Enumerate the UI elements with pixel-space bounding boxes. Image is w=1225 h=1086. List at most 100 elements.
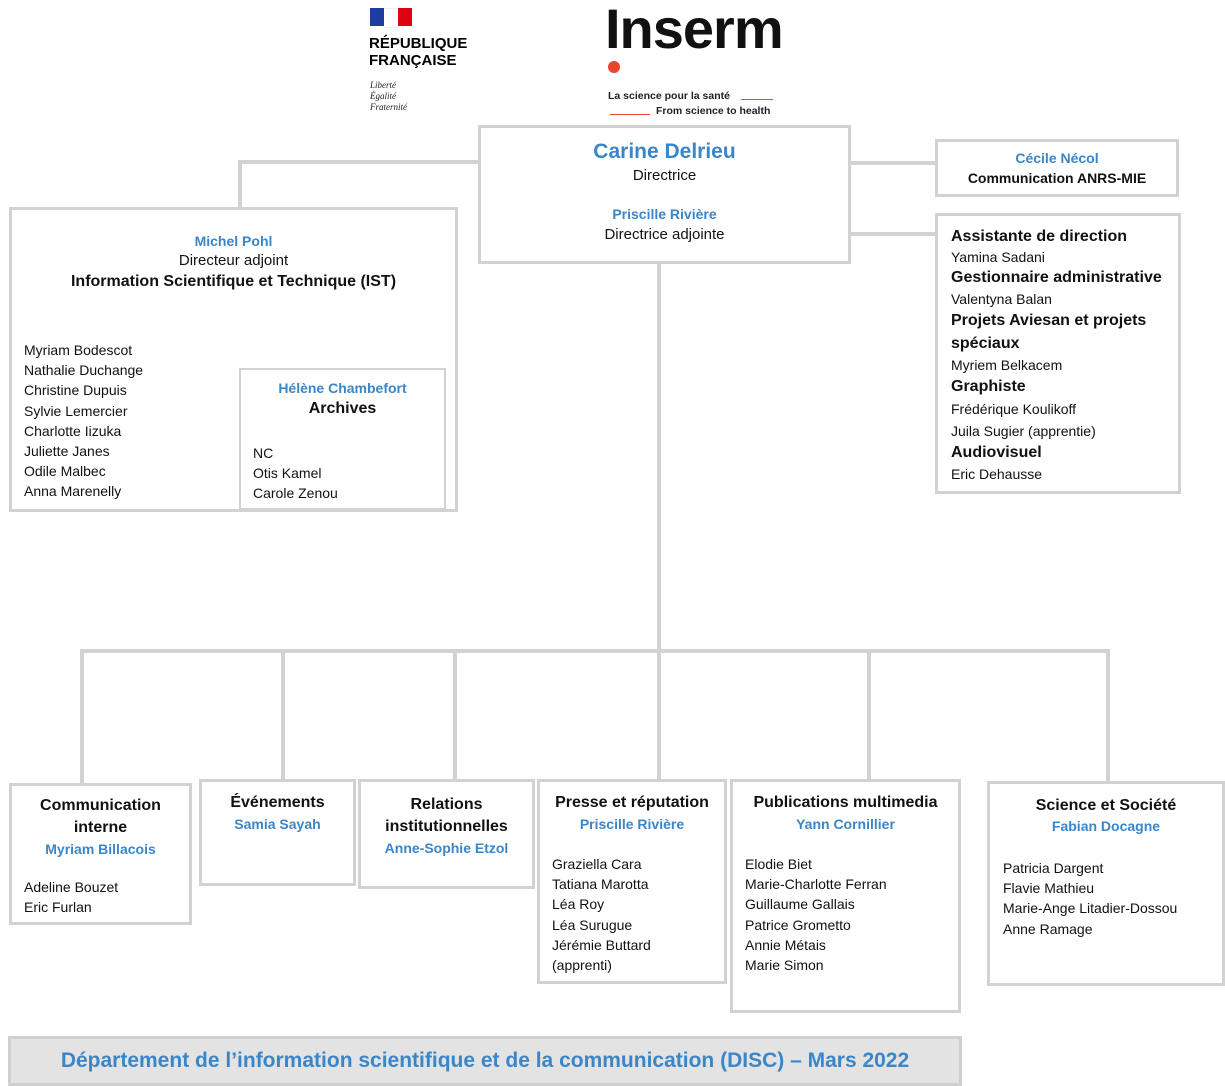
dept-member-list: Graziella Cara Tatiana Marotta Léa Roy L…	[552, 854, 651, 975]
list-item: Charlotte Iizuka	[24, 422, 122, 439]
connector-line	[1106, 649, 1110, 785]
dept-head-name: Priscille Rivière	[579, 816, 685, 832]
tagline-en: From science to health	[656, 105, 771, 117]
dept-member-list: Elodie Biet Marie-Charlotte Ferran Guill…	[745, 854, 887, 975]
ist-member-list: Myriam Bodescot Nathalie Duchange Christ…	[24, 340, 143, 502]
ist-box: Michel Pohl Directeur adjoint Informatio…	[9, 207, 458, 512]
list-item: Adeline Bouzet	[24, 879, 119, 895]
list-item: Elodie Biet	[745, 856, 812, 872]
list-item: Guillaume Gallais	[745, 896, 855, 913]
list-item: Flavie Mathieu	[1003, 880, 1095, 897]
list-item: Anna Marenelly	[24, 483, 122, 500]
tagline-fr: La science pour la santé	[608, 90, 730, 102]
dept-publications-box: Publications multimedia Yann Cornillier …	[730, 779, 961, 1013]
ist-unit-title: Information Scientifique et Technique (I…	[70, 273, 397, 290]
anrs-head-name: Cécile Nécol	[1015, 150, 1099, 166]
anrs-role: Communication ANRS-MIE	[967, 170, 1147, 186]
republique-motto: Liberté Égalité Fraternité	[370, 80, 407, 112]
tagline-rule	[610, 114, 650, 115]
support-group: Audiovisuel Eric Dehausse	[951, 442, 1178, 484]
archives-head-name: Hélène Chambefort	[278, 380, 407, 396]
support-group: Assistante de direction Yamina Sadani	[951, 226, 1178, 267]
dept-title: institutionnelles	[385, 818, 508, 835]
tagline-rule	[741, 99, 773, 100]
dept-communication-interne-box: Communication interne Myriam Billacois A…	[9, 783, 192, 925]
dept-title: Événements	[230, 794, 325, 811]
dept-head-name: Samia Sayah	[234, 816, 321, 832]
deputy-name: Priscille Rivière	[612, 206, 717, 222]
ist-head-role: Directeur adjoint	[178, 252, 289, 269]
support-group: Graphiste Frédérique Koulikoff Juila Sug…	[951, 375, 1178, 442]
dept-presse-box: Presse et réputation Priscille Rivière G…	[537, 779, 727, 984]
dept-relations-box: Relations institutionnelles Anne-Sophie …	[358, 779, 535, 889]
connector-line	[238, 160, 242, 210]
list-item: Anne Ramage	[1003, 920, 1093, 937]
list-item: Juliette Janes	[24, 443, 110, 460]
dept-title: Science et Société	[1035, 797, 1177, 814]
inserm-dot-icon	[608, 61, 620, 73]
support-person: Myriem Belkacem	[951, 357, 1063, 373]
archives-member-list: NC Otis Kamel Carole Zenou	[253, 443, 338, 504]
dept-head-name: Yann Cornillier	[796, 816, 895, 832]
dept-head-name: Myriam Billacois	[45, 841, 156, 857]
support-title: Audiovisuel	[951, 444, 1042, 461]
list-item: Otis Kamel	[253, 465, 322, 482]
connector-line	[851, 232, 938, 236]
list-item: Jérémie Buttard	[552, 936, 651, 953]
connector-line	[238, 160, 481, 164]
list-item: Patricia Dargent	[1003, 860, 1104, 876]
republique-francaise-logo: RÉPUBLIQUE FRANÇAISE	[369, 35, 468, 69]
archives-unit-title: Archives	[308, 400, 377, 417]
list-item: NC	[253, 445, 274, 461]
list-item: Christine Dupuis	[24, 382, 127, 399]
directrice-role: Directrice	[632, 167, 697, 184]
list-item: Léa Surugue	[552, 916, 633, 933]
support-person: Yamina Sadani	[951, 249, 1045, 265]
connector-line	[453, 649, 457, 785]
support-person: Juila Sugier (apprentie)	[951, 423, 1096, 439]
list-item: Patrice Grometto	[745, 916, 851, 933]
list-item: Carole Zenou	[253, 485, 338, 502]
list-item: Graziella Cara	[552, 856, 642, 872]
direction-support-box: Assistante de direction Yamina Sadani Ge…	[935, 213, 1181, 494]
support-person: Eric Dehausse	[951, 466, 1043, 482]
support-group: Projets Aviesan et projets spéciaux Myri…	[951, 309, 1178, 375]
department-footer-title: Département de l’information scientifiqu…	[8, 1036, 962, 1086]
list-item: Léa Roy	[552, 896, 605, 913]
list-item: Eric Furlan	[24, 899, 92, 916]
list-item: (apprenti)	[552, 957, 612, 974]
inserm-logo: Inserm	[605, 0, 784, 60]
connector-line	[657, 649, 661, 785]
connector-line	[848, 161, 938, 165]
list-item: Annie Métais	[745, 936, 826, 953]
support-title: Graphiste	[951, 378, 1026, 395]
support-group: Gestionnaire administrative Valentyna Ba…	[951, 267, 1178, 309]
list-item: Nathalie Duchange	[24, 362, 144, 379]
connector-line	[657, 261, 661, 651]
list-item: Marie Simon	[745, 957, 824, 974]
dept-title: Communication	[40, 797, 161, 814]
support-title: Assistante de direction	[951, 228, 1128, 245]
support-title: Projets Aviesan et projets spéciaux	[951, 312, 1147, 352]
deputy-role: Directrice adjointe	[604, 226, 725, 243]
dept-title: Relations	[410, 796, 483, 813]
archives-box: Hélène Chambefort Archives NC Otis Kamel…	[239, 368, 446, 510]
list-item: Marie-Charlotte Ferran	[745, 876, 887, 893]
dept-head-name: Fabian Docagne	[1051, 818, 1161, 834]
list-item: Myriam Bodescot	[24, 342, 133, 358]
directrice-name: Carine Delrieu	[593, 140, 736, 163]
support-person: Valentyna Balan	[951, 291, 1052, 307]
list-item: Odile Malbec	[24, 463, 106, 480]
connector-line	[281, 649, 285, 785]
ist-head-name: Michel Pohl	[194, 233, 273, 249]
french-flag-icon	[370, 8, 412, 28]
support-person: Frédérique Koulikoff	[951, 401, 1077, 417]
dept-member-list: Patricia Dargent Flavie Mathieu Marie-An…	[1003, 858, 1177, 939]
list-item: Sylvie Lemercier	[24, 402, 128, 419]
list-item: Marie-Ange Litadier-Dossou	[1003, 900, 1178, 917]
dept-member-list: Adeline Bouzet Eric Furlan	[24, 877, 118, 917]
dept-science-societe-box: Science et Société Fabian Docagne Patric…	[987, 781, 1225, 986]
dept-title: Publications multimedia	[753, 794, 938, 811]
list-item: Tatiana Marotta	[552, 876, 649, 893]
connector-line	[80, 649, 1110, 653]
